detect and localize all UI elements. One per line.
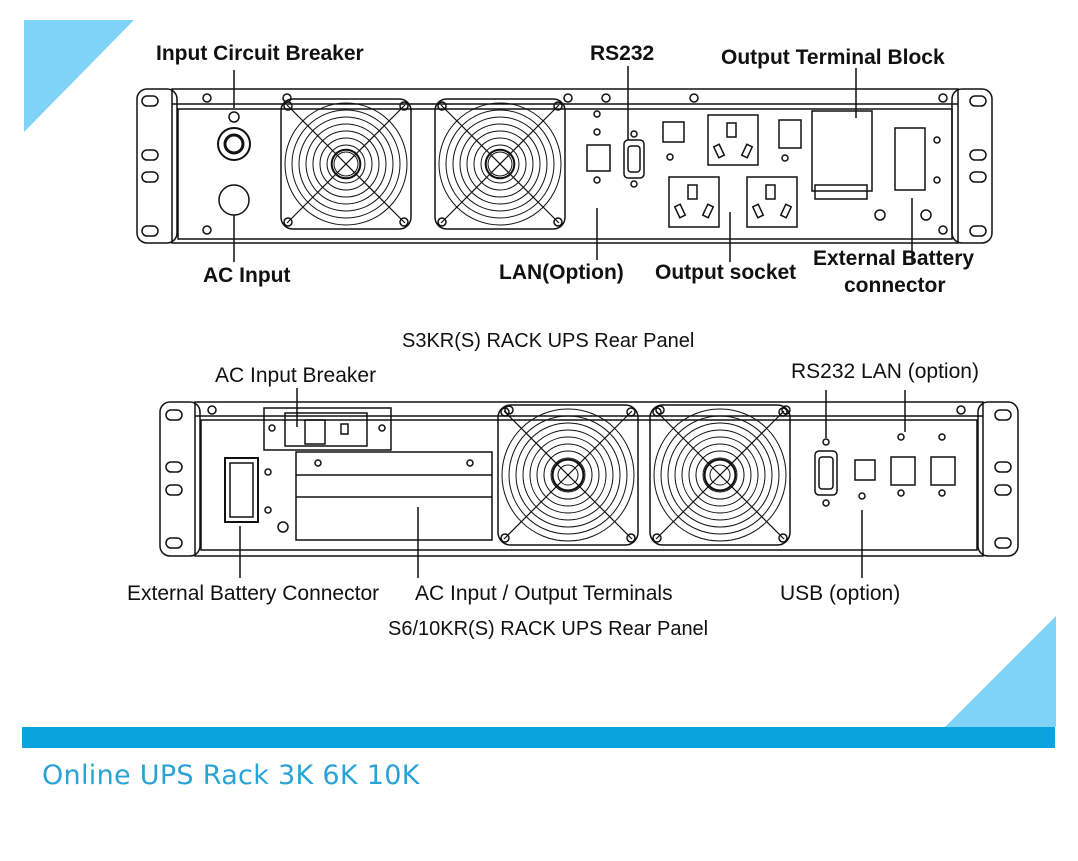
external-battery-connector xyxy=(894,127,941,191)
bottom-leader-lines xyxy=(239,388,906,578)
output-socket-3 xyxy=(746,176,798,228)
top-leader-lines xyxy=(233,66,913,262)
ac-input-breaker xyxy=(263,407,392,451)
label-output-socket: Output socket xyxy=(655,261,797,284)
label-external-battery-connector: External Battery Connector xyxy=(127,582,380,605)
label-input-circuit-breaker: Input Circuit Breaker xyxy=(156,42,364,65)
accent-bar xyxy=(22,727,1055,748)
corner-triangle-top-left xyxy=(24,20,134,132)
left-rack-ear-2 xyxy=(159,401,201,557)
rs232-port-2 xyxy=(814,450,838,496)
label-rs232-lan: RS232 LAN (option) xyxy=(791,360,979,383)
top-rear-panel xyxy=(136,66,993,262)
label-lan-option: LAN(Option) xyxy=(499,261,624,284)
corner-triangle-bottom-right xyxy=(945,616,1056,727)
top-comm-ports xyxy=(586,110,802,188)
label-rs232: RS232 xyxy=(590,42,655,65)
label-usb-option: USB (option) xyxy=(780,582,901,605)
ac-io-terminals xyxy=(295,451,493,541)
output-terminal-block xyxy=(811,110,932,221)
input-circuit-breaker xyxy=(217,111,251,161)
label-output-terminal-block: Output Terminal Block xyxy=(721,46,945,69)
cooling-fan xyxy=(649,404,791,546)
output-sockets xyxy=(668,114,798,228)
output-socket-1 xyxy=(707,114,759,166)
caption-s6-10kr: S6/10KR(S) RACK UPS Rear Panel xyxy=(388,618,709,640)
label-ac-input-breaker: AC Input Breaker xyxy=(215,364,377,387)
bottom-comm-ports xyxy=(814,433,956,507)
rs232-port xyxy=(623,139,645,179)
output-socket-2 xyxy=(668,176,720,228)
right-rack-ear-2 xyxy=(977,401,1019,557)
chassis-outline-2 xyxy=(194,401,984,557)
page-title: Online UPS Rack 3K 6K 10K xyxy=(42,760,420,791)
ear-holes xyxy=(141,95,987,237)
chassis-outline xyxy=(171,88,959,244)
caption-s3kr: S3KR(S) RACK UPS Rear Panel xyxy=(402,330,695,352)
label-external-battery-line1: External Battery xyxy=(813,247,975,270)
label-ac-io-terminals: AC Input / Output Terminals xyxy=(415,582,673,605)
label-external-battery-line2: connector xyxy=(844,274,946,297)
top-screws xyxy=(202,93,948,235)
cooling-fan xyxy=(280,98,412,230)
bottom-rear-panel xyxy=(159,388,1019,578)
top-fans xyxy=(280,98,566,230)
left-rack-ear xyxy=(136,88,178,244)
cooling-fan xyxy=(434,98,566,230)
ear-holes-2 xyxy=(165,409,1012,549)
cooling-fan xyxy=(497,404,639,546)
label-ac-input: AC Input xyxy=(203,264,291,287)
external-battery-connector-2 xyxy=(224,457,289,533)
bottom-fans xyxy=(497,404,791,546)
ac-input-port xyxy=(218,184,250,216)
